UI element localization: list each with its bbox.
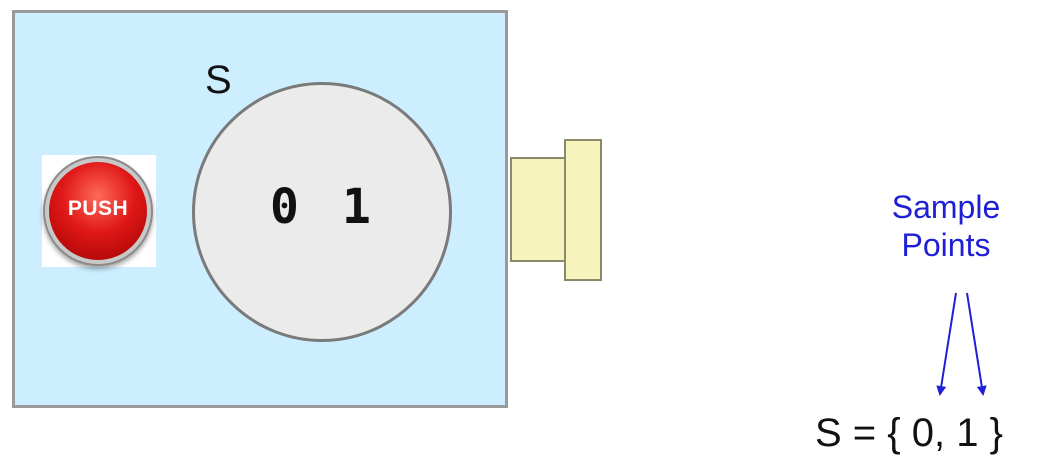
set-label: S xyxy=(205,58,232,102)
outcome-one: 1 xyxy=(342,179,371,235)
sample-points-line2: Points xyxy=(901,227,991,263)
outcome-zero: 0 xyxy=(270,179,299,235)
arrow-to-one xyxy=(966,292,987,396)
output-chute-outer xyxy=(564,139,602,281)
push-button[interactable]: PUSH xyxy=(49,162,147,260)
push-button-container: PUSH xyxy=(42,155,156,267)
push-button-label: PUSH xyxy=(67,197,129,220)
arrow-to-zero xyxy=(936,292,957,396)
sample-space-circle xyxy=(192,82,452,342)
sample-space-equation: S = { 0, 1 } xyxy=(815,411,1003,455)
sample-points-line1: Sample xyxy=(891,189,1001,225)
sample-points-label: Sample Points xyxy=(846,188,1043,264)
